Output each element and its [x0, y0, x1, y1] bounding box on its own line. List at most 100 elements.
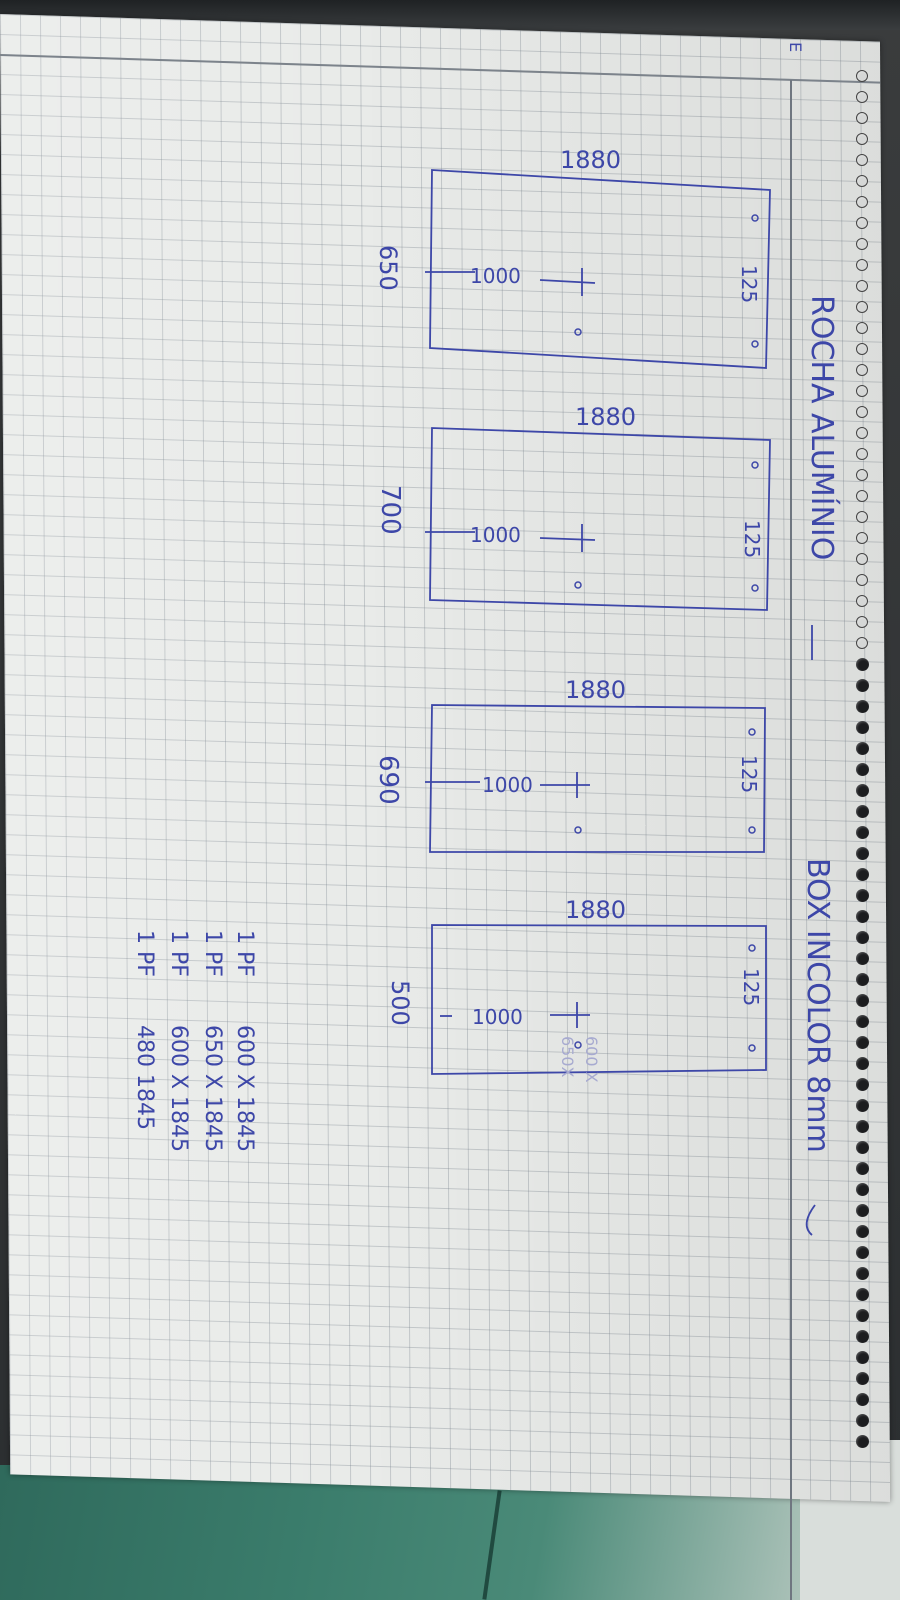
hole-mark	[751, 461, 759, 469]
binding-hole	[856, 301, 868, 313]
binding-hole	[856, 763, 869, 776]
list-size-4: 480 1845	[132, 1025, 157, 1130]
hole-mark	[574, 328, 582, 336]
binding-hole	[856, 868, 869, 881]
binding-hole	[856, 679, 869, 692]
page-margin-rule	[790, 80, 792, 1600]
binding-hole	[856, 91, 868, 103]
binding-hole	[856, 994, 869, 1007]
heading-left: ROCHA ALUMÍNIO	[804, 295, 840, 560]
hole-mark	[574, 1041, 582, 1049]
binding-hole	[856, 1267, 869, 1280]
binding-hole	[856, 1435, 869, 1448]
panel-outline	[429, 169, 771, 369]
binding-hole	[856, 1225, 869, 1238]
panel-edge-label: 125	[737, 265, 761, 303]
binding-hole	[856, 217, 868, 229]
list-size-1: 600 X 1845	[232, 1025, 257, 1152]
binding-hole	[856, 1309, 869, 1322]
spiral-binding	[852, 70, 876, 1450]
panel-height-label: 500	[386, 980, 414, 1026]
binding-hole	[856, 553, 868, 565]
binding-hole	[856, 1183, 869, 1196]
binding-hole	[856, 574, 868, 586]
panel-height-label: 700	[375, 485, 405, 535]
list-qty-2: 1 PF	[200, 930, 225, 977]
binding-hole	[856, 280, 868, 292]
heading-flourish	[805, 1204, 816, 1236]
list-qty-1: 1 PF	[232, 930, 257, 977]
panel-width-label: 1880	[565, 896, 626, 924]
panel-outline	[429, 704, 766, 853]
hole-mark	[748, 944, 756, 952]
binding-hole	[856, 847, 869, 860]
list-size-2: 650 X 1845	[200, 1025, 225, 1152]
binding-hole	[856, 616, 868, 628]
binding-hole	[856, 1351, 869, 1364]
binding-hole	[856, 1393, 869, 1406]
panel-3: 1880 690 1000 125	[373, 676, 766, 853]
panel-mid-label: 1000	[482, 773, 533, 797]
binding-hole	[856, 1246, 869, 1259]
binding-hole	[856, 70, 868, 82]
binding-hole	[856, 784, 869, 797]
binding-hole	[856, 1288, 869, 1301]
binding-hole	[856, 238, 868, 250]
hole-mark	[574, 581, 582, 589]
binding-hole	[856, 1057, 869, 1070]
panel-mid-label: 1000	[470, 264, 521, 288]
hole-mark	[751, 214, 759, 222]
binding-hole	[856, 511, 868, 523]
list-qty-4: 1 PF	[132, 930, 157, 977]
binding-hole	[856, 427, 868, 439]
panel-edge-label: 125	[737, 755, 761, 793]
cut-list: 1 PF 600 X 1845 1 PF 650 X 1845 1 PF 600…	[132, 930, 257, 1152]
binding-hole	[856, 322, 868, 334]
binding-hole	[856, 721, 869, 734]
panel-1: 1880 650 1000 125	[374, 146, 771, 369]
binding-hole	[856, 952, 869, 965]
binding-hole	[856, 595, 868, 607]
binding-hole	[856, 490, 868, 502]
binding-hole	[856, 889, 869, 902]
binding-hole	[856, 1372, 869, 1385]
panel-width-label: 1880	[565, 676, 626, 704]
binding-hole	[856, 931, 869, 944]
binding-hole	[856, 1099, 869, 1112]
binding-hole	[856, 175, 868, 187]
faded-note-line-2: 650X	[558, 1036, 577, 1078]
binding-hole	[856, 364, 868, 376]
panel-outline	[431, 924, 767, 1075]
binding-hole	[856, 1120, 869, 1133]
binding-hole	[856, 1141, 869, 1154]
hole-mark	[751, 584, 759, 592]
binding-hole	[856, 637, 868, 649]
binding-hole	[856, 910, 869, 923]
corner-mark: E	[786, 42, 805, 52]
binding-hole	[856, 259, 868, 271]
panel-mid-label: 1000	[470, 523, 521, 547]
binding-hole	[856, 973, 869, 986]
binding-hole	[856, 1036, 869, 1049]
binding-hole	[856, 1204, 869, 1217]
binding-hole	[856, 742, 869, 755]
panel-edge-label: 125	[740, 520, 764, 558]
binding-hole	[856, 448, 868, 460]
binding-hole	[856, 532, 868, 544]
panel-width-label: 1880	[560, 146, 621, 174]
hole-mark	[748, 1044, 756, 1052]
hole-mark	[751, 340, 759, 348]
binding-hole	[856, 1330, 869, 1343]
binding-hole	[856, 1162, 869, 1175]
list-size-3: 600 X 1845	[166, 1025, 191, 1152]
binding-hole	[856, 658, 869, 671]
binding-hole	[856, 1015, 869, 1028]
panel-edge-label: 125	[739, 968, 763, 1006]
panel-4: 1880 500 1000 125	[386, 896, 767, 1075]
binding-hole	[856, 154, 868, 166]
panel-width-label: 1880	[575, 403, 636, 431]
hole-mark	[748, 728, 756, 736]
binding-hole	[856, 133, 868, 145]
